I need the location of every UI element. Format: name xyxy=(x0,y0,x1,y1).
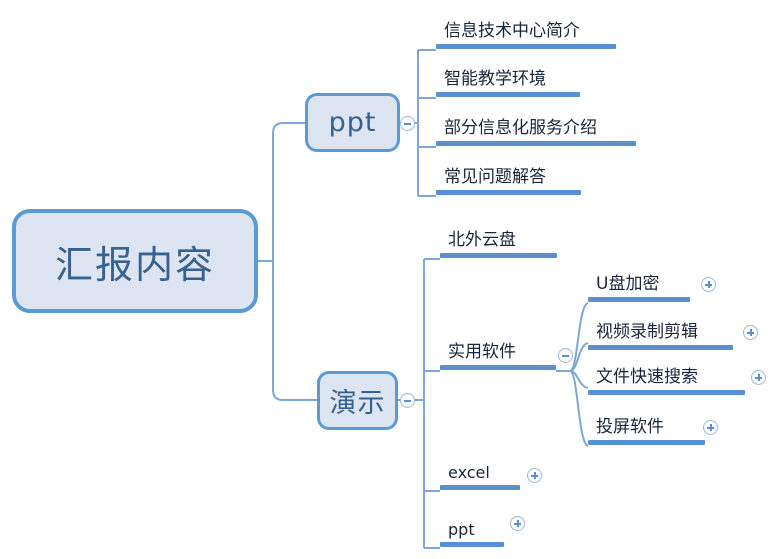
root-node[interactable]: 汇报内容 xyxy=(12,209,258,313)
leaf-node-excel-label: excel xyxy=(448,463,490,482)
leaf-underline xyxy=(436,141,636,146)
leaf-underline xyxy=(440,365,556,370)
leaf-underline xyxy=(436,92,580,97)
collapse-toggle-ppt[interactable] xyxy=(400,116,415,131)
leaf-node-changjianwenti[interactable]: 常见问题解答 xyxy=(436,167,581,195)
leaf-node-zhinengjiaoxue-label: 智能教学环境 xyxy=(444,69,546,89)
leaf-underline xyxy=(588,390,745,395)
leaf-node-ppt-demo[interactable]: ppt xyxy=(440,519,504,547)
leaf-underline xyxy=(588,345,733,350)
leaf-node-shiyongruanjian[interactable]: 实用软件 xyxy=(440,342,556,370)
leaf-node-upanjiami-label: U盘加密 xyxy=(596,274,660,294)
leaf-underline xyxy=(436,44,616,49)
leaf-underline xyxy=(588,297,690,302)
leaf-node-xinxijishu-label: 信息技术中心简介 xyxy=(444,21,580,41)
leaf-underline xyxy=(440,485,520,490)
leaf-node-beiwaiyunpan-label: 北外云盘 xyxy=(448,230,516,250)
expand-toggle-touping[interactable] xyxy=(703,420,718,435)
connector-ruanjian-c1 xyxy=(569,302,589,372)
leaf-node-bufenxinxihua[interactable]: 部分信息化服务介绍 xyxy=(436,118,636,146)
branch-node-yanshi-label: 演示 xyxy=(329,388,386,419)
leaf-underline xyxy=(588,440,705,445)
collapse-toggle-shiyongruanjian[interactable] xyxy=(558,348,573,363)
collapse-toggle-yanshi[interactable] xyxy=(400,393,415,408)
leaf-node-upanjiami[interactable]: U盘加密 xyxy=(588,274,690,302)
leaf-node-beiwaiyunpan[interactable]: 北外云盘 xyxy=(440,230,557,258)
leaf-node-shiyongruanjian-label: 实用软件 xyxy=(448,342,516,362)
expand-toggle-ppt-demo[interactable] xyxy=(510,516,525,531)
branch-node-yanshi[interactable]: 演示 xyxy=(317,371,398,430)
connector-root-to-yanshi xyxy=(272,261,317,401)
leaf-node-wenjiansousuo[interactable]: 文件快速搜索 xyxy=(588,367,745,395)
expand-toggle-upanjiami[interactable] xyxy=(701,277,716,292)
leaf-node-wenjiansousuo-label: 文件快速搜索 xyxy=(596,367,698,387)
leaf-underline xyxy=(440,253,557,258)
branch-node-ppt[interactable]: ppt xyxy=(305,93,400,152)
leaf-node-xinxijishu[interactable]: 信息技术中心简介 xyxy=(436,21,616,49)
leaf-node-changjianwenti-label: 常见问题解答 xyxy=(444,167,546,187)
connector-root-to-ppt xyxy=(272,122,305,261)
leaf-node-shipinluzhi-label: 视频录制剪辑 xyxy=(596,322,698,342)
expand-toggle-wenjiansousuo[interactable] xyxy=(751,370,766,385)
leaf-node-zhinengjiaoxue[interactable]: 智能教学环境 xyxy=(436,69,580,97)
connector-ruanjian-c4 xyxy=(569,370,589,447)
root-node-label: 汇报内容 xyxy=(54,242,215,287)
leaf-underline xyxy=(440,542,504,547)
connector-ruanjian-c3 xyxy=(569,370,589,389)
leaf-node-touping-label: 投屏软件 xyxy=(596,417,664,437)
leaf-node-shipinluzhi[interactable]: 视频录制剪辑 xyxy=(588,322,733,350)
leaf-node-excel[interactable]: excel xyxy=(440,462,520,490)
expand-toggle-excel[interactable] xyxy=(527,468,542,483)
leaf-node-ppt-demo-label: ppt xyxy=(448,520,475,539)
expand-toggle-shipinluzhi[interactable] xyxy=(743,325,758,340)
leaf-node-bufenxinxihua-label: 部分信息化服务介绍 xyxy=(444,118,597,138)
leaf-underline xyxy=(436,190,581,195)
branch-node-ppt-label: ppt xyxy=(328,107,377,138)
leaf-node-touping[interactable]: 投屏软件 xyxy=(588,417,705,445)
